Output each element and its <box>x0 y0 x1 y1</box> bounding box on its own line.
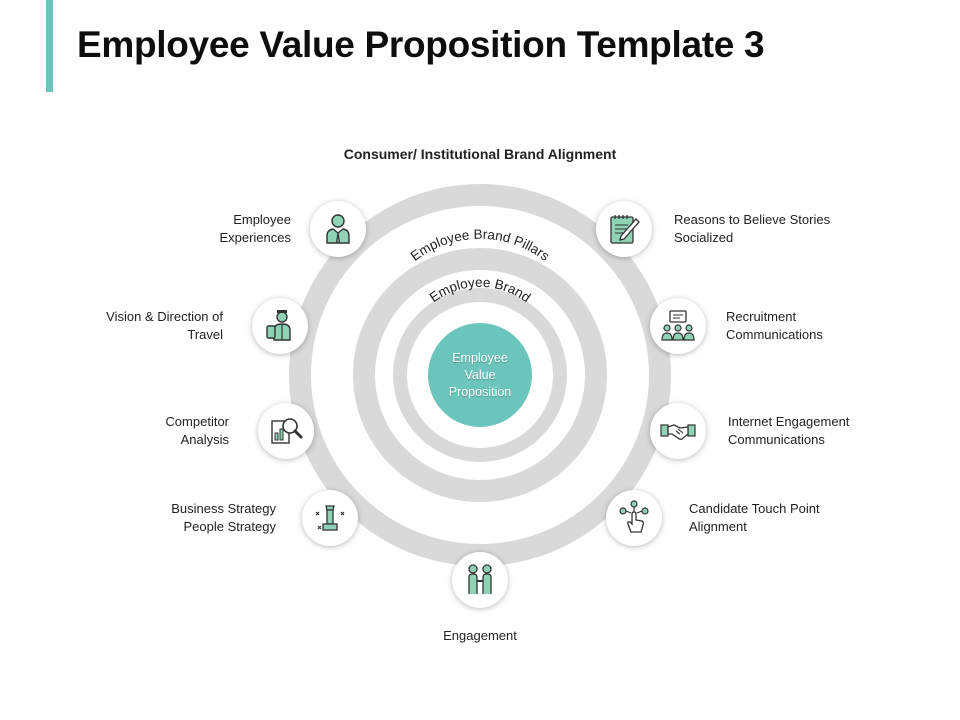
middle-ring <box>353 248 607 502</box>
label-reasons-to-believe: Reasons to Believe Stories Socialized <box>674 211 830 247</box>
node-competitor-analysis <box>258 403 314 459</box>
label-recruitment: Recruitment Communications <box>726 308 823 344</box>
title-accent-bar <box>46 0 53 92</box>
touch-point-icon <box>619 500 649 533</box>
label-line: Alignment <box>689 519 747 534</box>
label-line: Competitor <box>165 414 229 429</box>
label-employee-experiences: Employee Experiences <box>219 211 291 247</box>
label-touch-point: Candidate Touch Point Alignment <box>689 500 820 536</box>
handshake-icon <box>660 424 696 440</box>
employee-person-icon <box>326 214 350 244</box>
label-line: Travel <box>187 327 223 342</box>
label-line: Business Strategy <box>171 501 276 516</box>
node-vision-direction <box>252 298 308 354</box>
label-line: Analysis <box>180 432 229 447</box>
center-line: Employee <box>452 351 508 365</box>
label-competitor-analysis: Competitor Analysis <box>165 413 229 449</box>
handshake-people-icon <box>468 564 492 594</box>
label-vision-direction: Vision & Direction of Travel <box>106 308 223 344</box>
node-employee-experiences <box>310 201 366 257</box>
center-label: Employee Value Proposition <box>428 350 532 401</box>
node-internet-engagement <box>650 403 706 459</box>
label-line: Employee <box>233 212 291 227</box>
label-line: Communications <box>726 327 823 342</box>
traveler-icon <box>266 310 291 341</box>
center-line: Value <box>464 368 496 382</box>
notepad-pencil-icon <box>610 215 640 244</box>
label-line: Reasons to Believe Stories <box>674 212 831 227</box>
node-reasons-to-believe <box>596 201 652 257</box>
diagram-top-label: Consumer/ Institutional Brand Alignment <box>343 146 617 162</box>
analysis-magnifier-icon <box>271 418 303 444</box>
label-strategy: Business Strategy People Strategy <box>171 500 276 536</box>
label-engagement: Engagement <box>410 627 550 645</box>
inner-ring <box>393 288 567 462</box>
page-title: Employee Value Proposition Template 3 <box>77 24 765 65</box>
label-line: Internet Engagement <box>728 414 850 429</box>
node-recruitment <box>650 298 706 354</box>
label-line: Candidate Touch Point <box>689 501 820 516</box>
label-line: Experiences <box>219 230 291 245</box>
label-internet-engagement: Internet Engagement Communications <box>728 413 849 449</box>
label-line: Recruitment <box>726 309 797 324</box>
label-line: Socialized <box>674 230 734 245</box>
recruitment-icon <box>661 310 695 341</box>
node-touch-point <box>606 490 662 546</box>
strategy-chess-icon <box>315 505 345 531</box>
label-line: People Strategy <box>183 519 276 534</box>
center-circle <box>428 323 532 427</box>
center-line: Proposition <box>448 385 512 399</box>
label-line: Engagement <box>443 628 517 643</box>
node-engagement <box>452 552 508 608</box>
label-line: Communications <box>728 432 825 447</box>
label-line: Vision & Direction of <box>106 309 223 324</box>
node-strategy <box>302 490 358 546</box>
